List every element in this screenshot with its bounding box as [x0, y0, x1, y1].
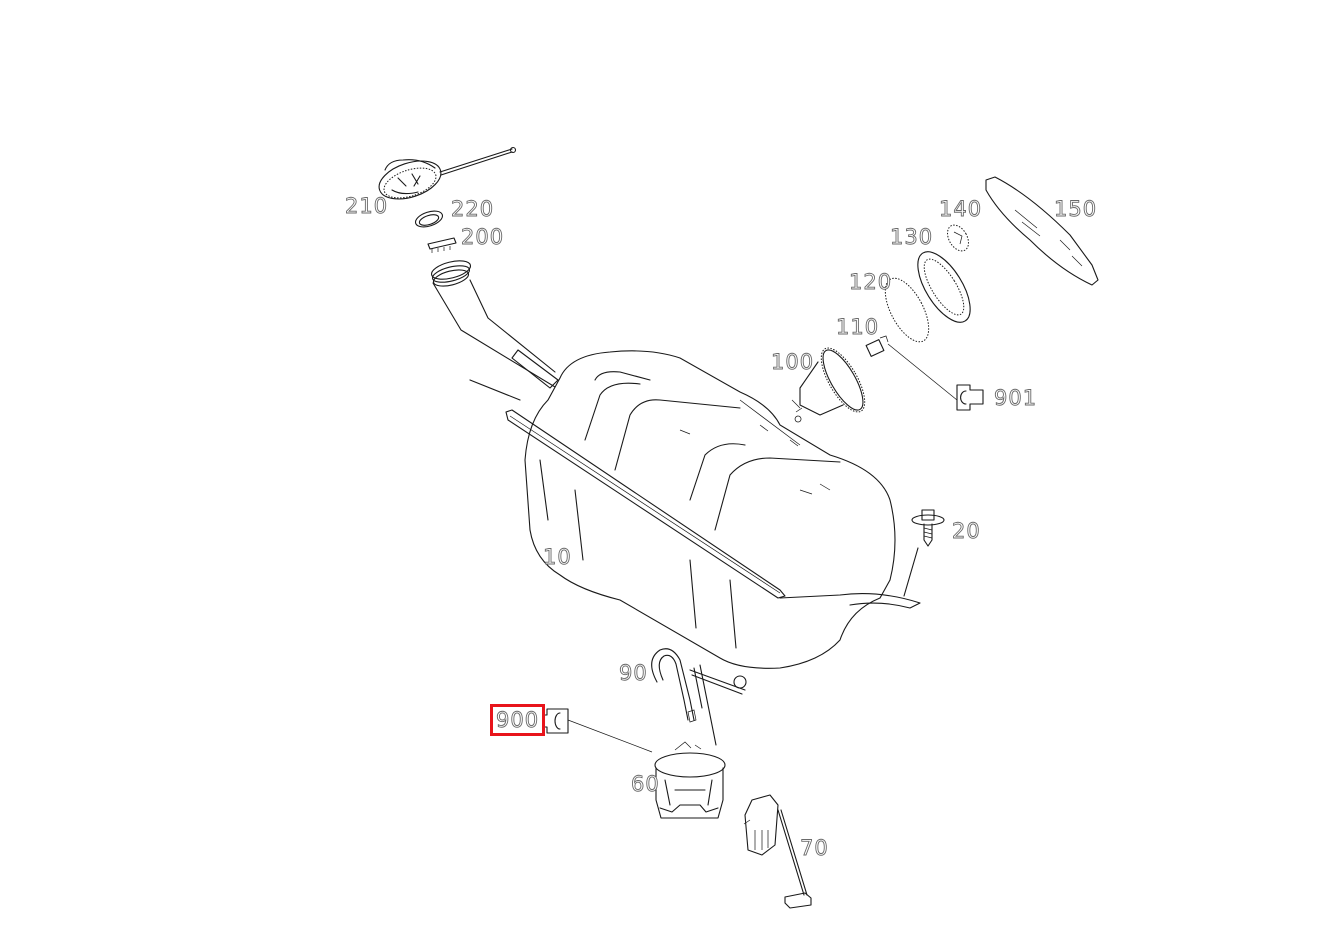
seal-ring-part	[884, 277, 930, 343]
mounting-bolt-part	[903, 509, 945, 597]
fuel-level-sender-part	[743, 794, 812, 909]
gasket-part	[414, 210, 444, 228]
fuel-line-part	[651, 648, 747, 746]
callout-110[interactable]: 110	[836, 315, 880, 340]
callout-120[interactable]: 120	[849, 270, 893, 295]
fuel-pump-module-part	[567, 719, 726, 819]
callout-210[interactable]: 210	[345, 194, 389, 219]
clip-part	[427, 237, 457, 253]
filler-neck-part	[430, 260, 561, 401]
callout-200[interactable]: 200	[461, 225, 505, 250]
callout-140[interactable]: 140	[939, 197, 983, 222]
callout-60[interactable]: 60	[631, 772, 660, 797]
tank-flange-part	[791, 347, 866, 423]
callout-900-highlighted[interactable]: 900	[489, 704, 546, 736]
callout-901[interactable]: 901	[994, 386, 1038, 411]
callout-100[interactable]: 100	[771, 350, 815, 375]
filler-cap-part	[378, 146, 517, 200]
callout-10[interactable]: 10	[543, 545, 572, 570]
connector-part	[865, 335, 958, 401]
fuel-tank-part	[505, 350, 921, 669]
callout-220[interactable]: 220	[451, 197, 495, 222]
cover-plate-part	[985, 176, 1099, 286]
callout-150[interactable]: 150	[1054, 197, 1098, 222]
callout-130[interactable]: 130	[890, 225, 934, 250]
locking-ring-part	[917, 251, 971, 323]
reference-connector-900-symbol	[543, 708, 569, 734]
cap-part	[947, 224, 969, 252]
callout-70[interactable]: 70	[800, 836, 829, 861]
reference-connector-901-symbol	[956, 384, 984, 411]
callout-20[interactable]: 20	[952, 519, 981, 544]
callout-90[interactable]: 90	[619, 661, 648, 686]
